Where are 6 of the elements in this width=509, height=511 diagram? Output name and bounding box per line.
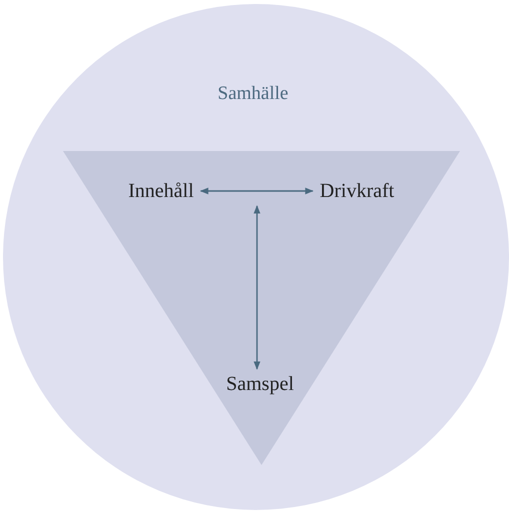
double-arrow [254, 205, 260, 370]
area-label: Samhälle [218, 84, 288, 102]
concept-label: Innehåll [128, 181, 194, 201]
concept-label: Drivkraft [320, 181, 394, 201]
concept-label: Samspel [226, 374, 294, 394]
double-arrow [200, 188, 314, 194]
